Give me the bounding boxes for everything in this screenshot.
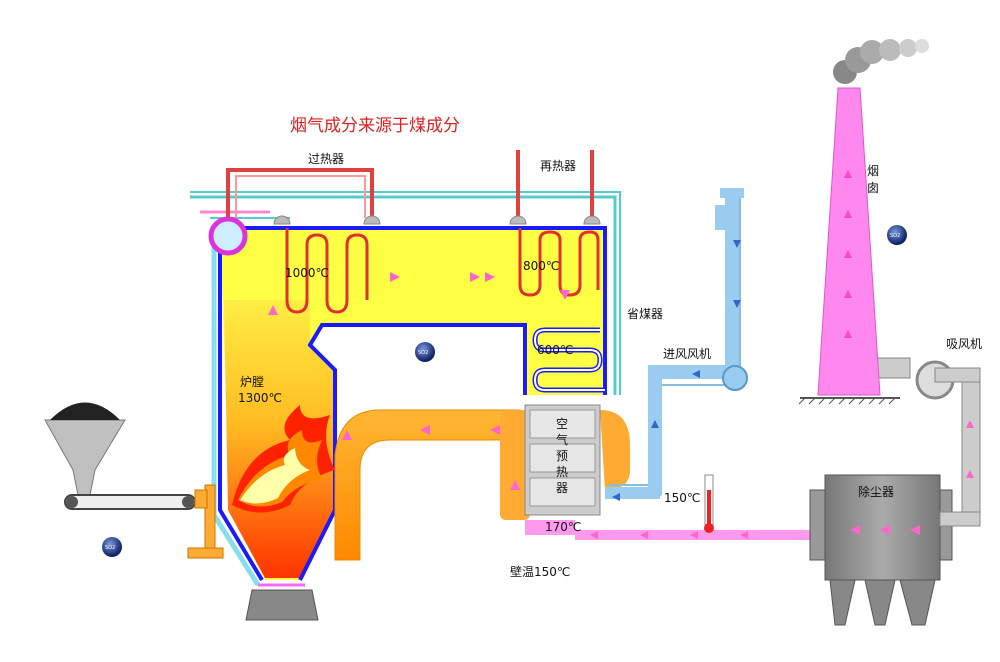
molecule-icons: SO2 SO2 SO2 [102,225,907,557]
feeder [187,484,224,559]
outlet-flue [525,520,830,540]
boiler-body [211,226,607,587]
label-economizer: 省煤器 [627,307,663,321]
label-furnace-1: 炉膛 [240,375,264,389]
flue-arrows [268,272,570,490]
molecule-icon: SO2 [102,537,122,557]
economizer-coil [532,327,605,393]
molecule-icon: SO2 [415,342,435,362]
air-preheater-char-3: 预 [556,449,568,463]
label-dust-collector: 除尘器 [858,484,894,499]
air-inlet-fan [722,365,748,391]
air-preheater-char-2: 气 [556,432,568,447]
label-reheater: 再热器 [540,159,576,173]
fan-duct [874,357,981,527]
superheater-coil [285,228,369,314]
air-duct [605,188,748,501]
label-induced-fan: 吸风机 [946,337,982,351]
temp-170: 170℃ [545,520,581,534]
temp-1000: 1000℃ [285,266,329,280]
air-preheater-char-1: 空 [556,417,568,431]
molecule-icon: SO2 [887,225,907,245]
label-furnace-2: 1300℃ [238,391,282,405]
air-preheater-char-4: 热 [556,465,568,479]
label-chimney-2: 囱 [867,181,879,195]
molecule-icon-label: SO2 [890,233,900,239]
molecule-icon-label: SO2 [105,545,115,551]
ash-pit [245,589,319,621]
label-chimney-1: 烟 [867,164,879,178]
label-superheater: 过热器 [308,152,344,166]
diagram-title: 烟气成分来源于煤成分 [290,116,460,136]
chimney [798,87,900,405]
steam-drum [208,216,248,256]
temp-600: 600℃ [537,343,573,357]
dust-collector [809,474,953,626]
label-wall-temp: 壁温150℃ [510,564,570,579]
temp-800: 800℃ [523,259,559,273]
top-pipes [190,150,621,395]
label-air-inlet-fan: 进风风机 [663,347,711,361]
air-preheater: 空 气 预 热 器 [524,404,601,516]
air-preheater-char-5: 器 [556,481,568,495]
smoke [833,39,929,84]
reheater-coil [518,228,600,297]
temp-150: 150℃ [664,491,700,505]
thermometer [704,474,714,533]
coal-hopper [44,402,196,510]
flame [232,405,335,513]
molecule-icon-label: SO2 [418,350,428,356]
